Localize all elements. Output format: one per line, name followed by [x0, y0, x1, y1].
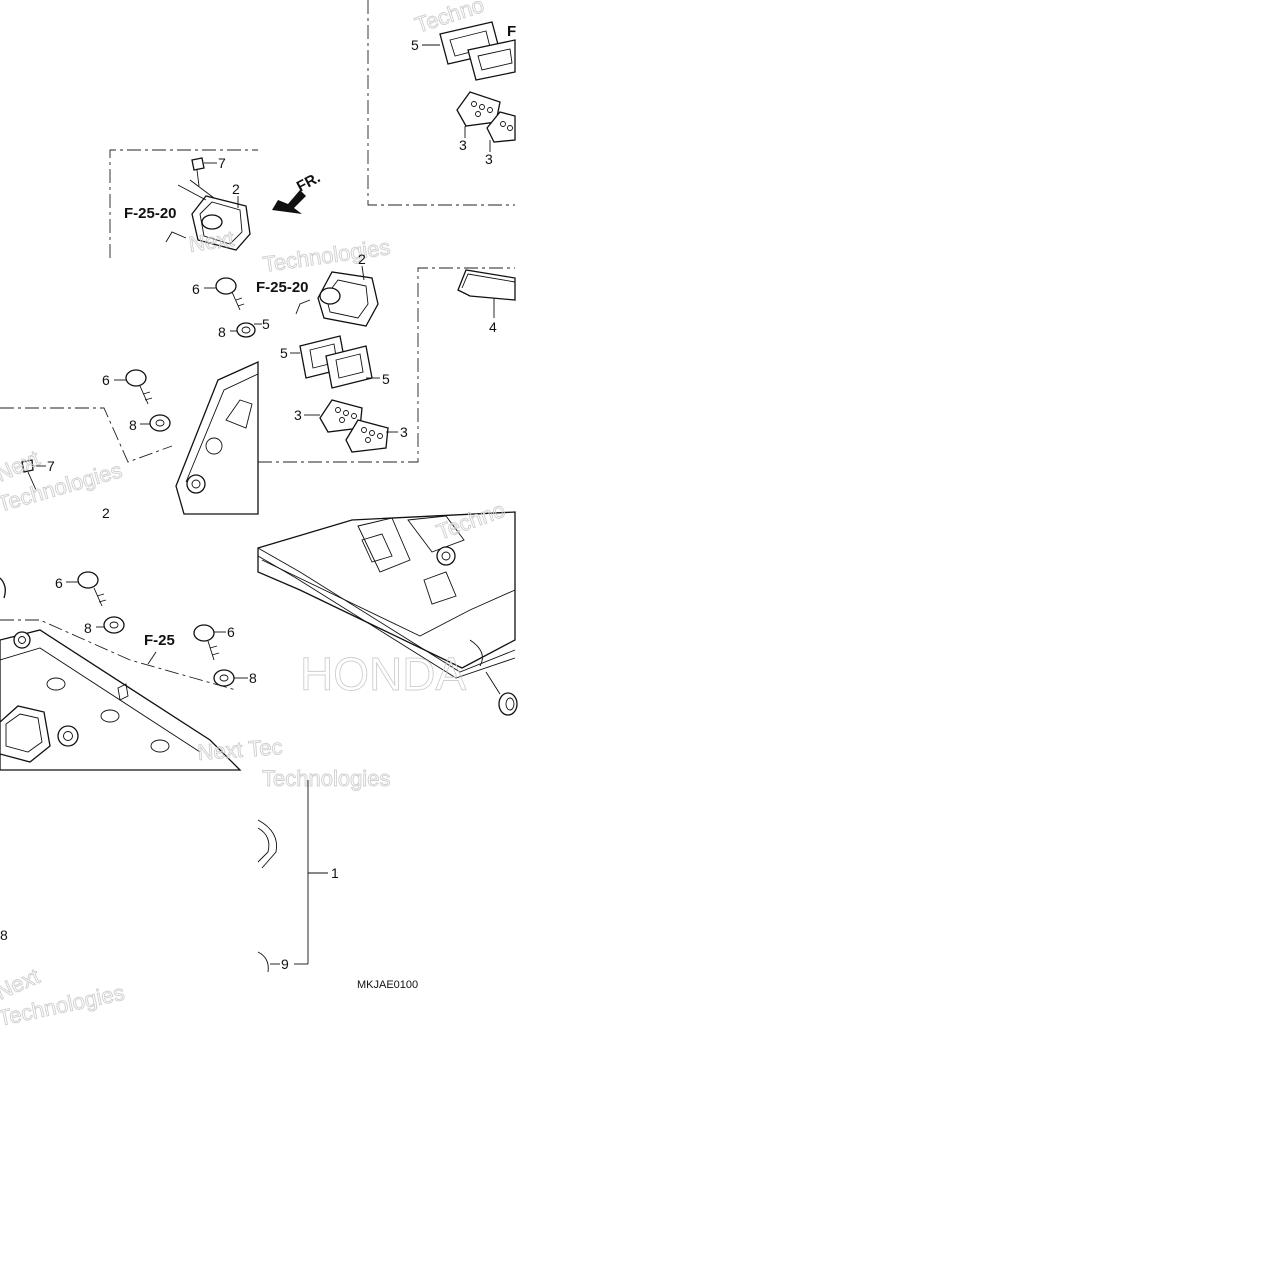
ref-f-25-20-partial: F-25-20 [256, 279, 309, 296]
callout-2: 2 [102, 505, 110, 521]
callout-fragment: 8 [249, 670, 257, 686]
callout-2: 2 [232, 181, 240, 197]
watermark-text: Technologies [261, 234, 392, 277]
callout-8: 8 [129, 417, 137, 433]
tile-lower-left: 6 8 F-25 6 8 [0, 571, 284, 771]
flange-bolt [77, 571, 107, 607]
callout-7: 7 [47, 458, 55, 474]
callout-6: 6 [102, 372, 110, 388]
tile-upper-left: 7 2 F-25-20 FR. Next [109, 149, 323, 258]
breather-separator [319, 399, 363, 433]
callout-3: 3 [485, 151, 493, 167]
watermark-text: Next [187, 226, 235, 257]
cylinder-head-cover [175, 360, 259, 515]
diagram-code: MKJAE0100 [357, 979, 418, 991]
callout-7: 7 [218, 155, 226, 171]
breather-cover [317, 271, 379, 327]
callout-8: 8 [84, 620, 92, 636]
watermark-text: Technologies [262, 766, 390, 791]
callout-6: 6 [55, 575, 63, 591]
gasket-corner [457, 269, 516, 301]
callout-3: 3 [459, 137, 467, 153]
cylinder-head-cover [0, 629, 242, 771]
callout-3: 3 [400, 424, 408, 440]
front-direction-label: FR. [294, 169, 323, 195]
callout-fragment: 8 [0, 927, 8, 943]
callout-6: 6 [227, 624, 235, 640]
flange-bolt [125, 369, 153, 405]
callout-3: 3 [294, 407, 302, 423]
watermark-logo: HONDA [300, 648, 466, 700]
breather-separator [345, 419, 389, 453]
callout-6: 6 [192, 281, 200, 297]
seal [498, 692, 518, 716]
callout-4: 4 [489, 319, 497, 335]
callout-8: 8 [218, 324, 226, 340]
callout-5: 5 [411, 37, 419, 53]
tile-middle-right: Technologies 2 F-25-20 5 5 [256, 234, 516, 463]
breather-separator [456, 91, 501, 127]
gasket [257, 547, 516, 679]
washer [103, 616, 125, 634]
flange-bolt [215, 277, 245, 311]
tile-bottom: Technologies 1 9 MKJAE0100 8 Next Techno… [0, 766, 418, 1032]
breather-cover [191, 195, 251, 251]
bolt [191, 157, 205, 187]
callout-2: 2 [358, 251, 366, 267]
callout-5: 5 [262, 316, 270, 332]
tile-top-right: Techno 5 F 3 3 [367, 0, 516, 206]
watermark-text: Next Tec [197, 734, 284, 765]
flange-bolt [193, 624, 220, 661]
washer [149, 414, 171, 432]
ref-f-25-20: F-25-20 [124, 205, 177, 222]
ref-fragment: F [507, 23, 516, 40]
bolt [21, 459, 37, 491]
breather-separator [486, 111, 516, 143]
callout-9: 9 [281, 956, 289, 972]
callout-1: 1 [331, 865, 339, 881]
callout-5: 5 [280, 345, 288, 361]
callout-5: 5 [382, 371, 390, 387]
front-arrow-icon [272, 190, 306, 214]
ref-f-25: F-25 [144, 632, 175, 649]
washer [236, 322, 256, 338]
tile-center-right: HONDA Techno [257, 496, 518, 716]
washer [213, 669, 235, 687]
breather-plate [467, 39, 516, 81]
tile-middle-left: 6 8 5 6 8 [0, 277, 270, 521]
